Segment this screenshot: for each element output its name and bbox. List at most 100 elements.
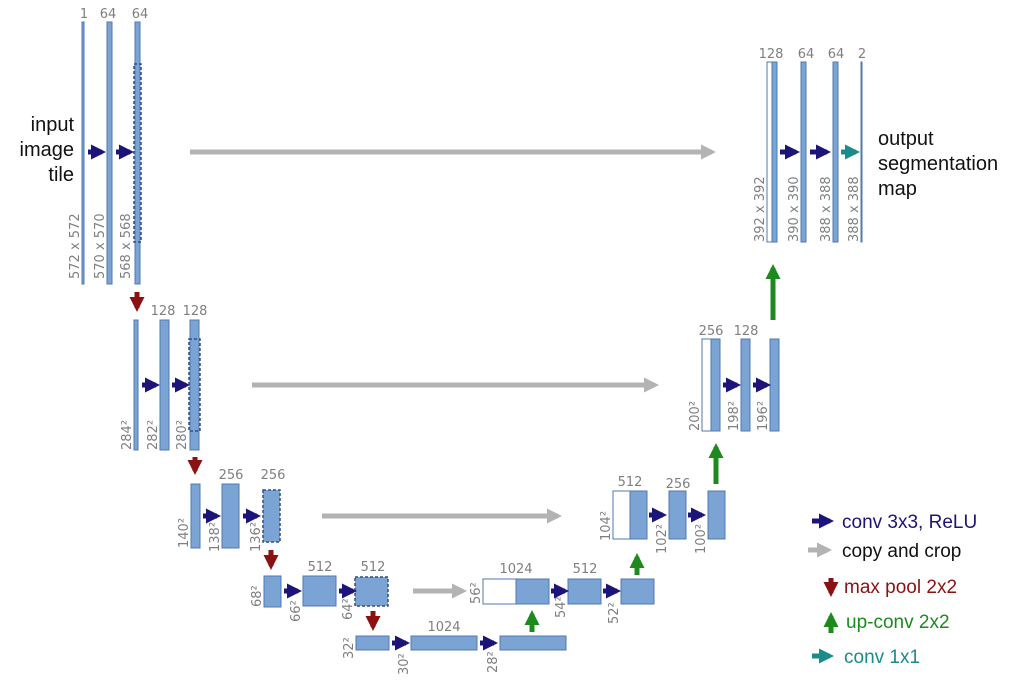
size-label: 54² bbox=[554, 596, 569, 618]
size-label: 392 x 392 bbox=[753, 176, 768, 242]
size-label: 568 x 568 bbox=[119, 213, 134, 279]
legend-copy-label: copy and crop bbox=[842, 541, 961, 562]
size-label: 196² bbox=[756, 401, 771, 431]
size-label: 198² bbox=[727, 401, 742, 431]
output-map bbox=[860, 61, 863, 243]
channel-label: 64 bbox=[100, 7, 117, 22]
input-label-line: input bbox=[31, 114, 75, 136]
bottleneck: 1024 32² 30² 28² bbox=[342, 610, 567, 675]
size-label: 388 x 388 bbox=[819, 176, 834, 242]
channel-label: 2 bbox=[858, 47, 866, 62]
feature-map bbox=[354, 576, 389, 607]
feature-map bbox=[410, 635, 478, 651]
level3-encoder: 256 256 140² 138² 136² bbox=[177, 468, 286, 570]
legend-conv1x1-label: conv 1x1 bbox=[844, 647, 920, 668]
channel-label: 1 bbox=[80, 7, 88, 22]
size-label: 138² bbox=[208, 522, 223, 552]
copied-feature-map bbox=[612, 490, 631, 540]
channel-label: 64 bbox=[132, 7, 149, 22]
feature-map bbox=[771, 61, 778, 243]
size-label: 66² bbox=[289, 600, 304, 622]
channel-label: 256 bbox=[699, 324, 724, 339]
channel-label: 512 bbox=[573, 562, 598, 577]
size-label: 104² bbox=[599, 511, 614, 541]
feature-map bbox=[133, 319, 139, 451]
level2-decoder: 256 128 200² 198² 196² bbox=[688, 264, 781, 432]
channel-label: 128 bbox=[734, 324, 759, 339]
feature-map bbox=[302, 575, 337, 607]
legend-upconv-label: up-conv 2x2 bbox=[846, 612, 950, 633]
feature-map bbox=[515, 578, 550, 605]
input-label-line: image bbox=[20, 139, 74, 161]
size-label: 282² bbox=[146, 420, 161, 450]
feature-map bbox=[710, 338, 721, 432]
size-label: 32² bbox=[342, 637, 357, 659]
size-label: 280² bbox=[175, 420, 190, 450]
feature-map bbox=[189, 319, 200, 451]
size-label: 68² bbox=[250, 585, 265, 607]
channel-label: 128 bbox=[183, 304, 208, 319]
feature-map bbox=[499, 635, 567, 651]
size-label: 28² bbox=[486, 651, 501, 673]
legend-conv-label: conv 3x3, ReLU bbox=[842, 512, 977, 533]
feature-map bbox=[740, 338, 751, 432]
size-label: 52² bbox=[607, 602, 622, 624]
size-label: 390 x 390 bbox=[787, 176, 802, 242]
channel-label: 256 bbox=[261, 468, 286, 483]
feature-map-64-b bbox=[134, 21, 141, 285]
legend-pool-label: max pool 2x2 bbox=[844, 577, 957, 598]
feature-map bbox=[769, 338, 780, 432]
level2-encoder: 128 128 284² 282² 280² bbox=[120, 304, 208, 475]
level1-encoder: 1 64 64 572 x 572 570 x 570 568 x 568 bbox=[68, 7, 149, 312]
level3-decoder: 512 256 104² 102² 100² bbox=[599, 443, 726, 554]
channel-label: 1024 bbox=[499, 562, 532, 577]
size-label: 572 x 572 bbox=[68, 213, 83, 279]
feature-map bbox=[263, 575, 282, 608]
channel-label: 64 bbox=[798, 47, 815, 62]
channel-label: 1024 bbox=[427, 620, 460, 635]
size-label: 136² bbox=[249, 522, 264, 552]
channel-label: 256 bbox=[666, 477, 691, 492]
feature-map bbox=[221, 483, 240, 549]
feature-map bbox=[620, 578, 655, 605]
size-label: 30² bbox=[397, 653, 412, 675]
channel-label: 512 bbox=[361, 560, 386, 575]
size-label: 100² bbox=[694, 524, 709, 554]
feature-map bbox=[159, 319, 170, 451]
feature-map bbox=[707, 490, 726, 540]
feature-map bbox=[355, 635, 390, 651]
feature-map bbox=[800, 61, 807, 243]
feature-map bbox=[262, 489, 281, 543]
copied-feature-map bbox=[482, 578, 517, 605]
input-label-line: tile bbox=[48, 164, 74, 186]
crop-region bbox=[133, 63, 142, 243]
feature-map bbox=[190, 483, 201, 549]
size-label: 102² bbox=[655, 524, 670, 554]
size-label: 140² bbox=[177, 518, 192, 548]
feature-map bbox=[668, 490, 687, 540]
size-label: 56² bbox=[469, 582, 484, 604]
output-label-line: map bbox=[878, 178, 917, 200]
feature-map-1ch bbox=[81, 21, 85, 285]
size-label: 64² bbox=[341, 598, 356, 620]
feature-map bbox=[832, 61, 839, 243]
feature-map-64-a bbox=[106, 21, 113, 285]
channel-label: 512 bbox=[618, 475, 643, 490]
size-label: 284² bbox=[120, 420, 135, 450]
channel-label: 64 bbox=[828, 47, 845, 62]
channel-label: 512 bbox=[308, 560, 333, 575]
size-label: 388 x 388 bbox=[847, 176, 862, 242]
legend: conv 3x3, ReLU copy and crop max pool 2x… bbox=[808, 512, 977, 668]
level4-encoder: 512 512 68² 66² 64² bbox=[250, 560, 389, 631]
size-label: 570 x 570 bbox=[93, 213, 108, 279]
size-label: 200² bbox=[688, 401, 703, 431]
channel-label: 128 bbox=[151, 304, 176, 319]
output-label-line: segmentation bbox=[878, 153, 998, 175]
output-label-line: output bbox=[878, 128, 934, 150]
level4-decoder: 1024 512 56² 54² 52² bbox=[469, 553, 655, 624]
channel-label: 256 bbox=[219, 468, 244, 483]
feature-map bbox=[567, 578, 602, 605]
copied-feature-map bbox=[701, 338, 712, 432]
channel-label: 128 bbox=[759, 47, 784, 62]
